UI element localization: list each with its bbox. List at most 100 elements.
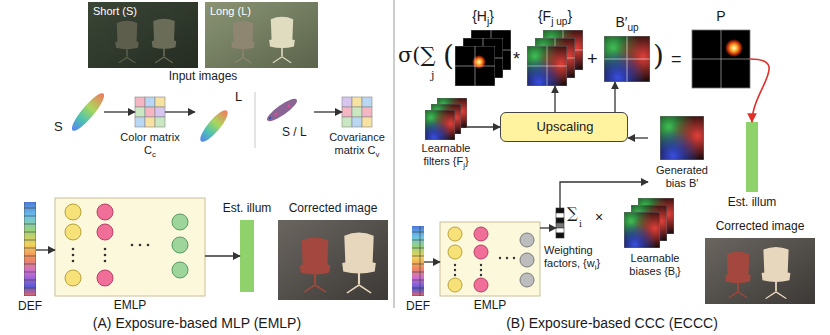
art-rect bbox=[145, 97, 155, 107]
photo-ground bbox=[205, 2, 318, 68]
panel-caption: (B) Exposure-based CCC (ECCC) bbox=[472, 316, 752, 330]
emlp-right bbox=[440, 222, 540, 296]
node-label: Corrected image bbox=[278, 202, 388, 216]
subscript-text: v bbox=[376, 150, 380, 159]
art-g bbox=[448, 227, 462, 292]
node-text: } bbox=[597, 257, 601, 269]
subscript-text: i bbox=[595, 263, 597, 272]
node-label: Est. illum bbox=[216, 202, 278, 216]
photo: Corrected image bbox=[278, 220, 388, 300]
bias-stack: Learnable biases {Bi} bbox=[624, 198, 674, 248]
node-label: Long (L) bbox=[210, 5, 310, 18]
separator bbox=[255, 92, 256, 148]
arrow-connector bbox=[467, 126, 500, 127]
art-rect bbox=[352, 107, 362, 117]
art-circle bbox=[72, 260, 75, 263]
chair bbox=[725, 252, 751, 298]
art-use bbox=[527, 46, 567, 86]
art-g bbox=[72, 244, 150, 263]
art-circle bbox=[172, 237, 188, 253]
node-text: Upscaling bbox=[536, 119, 593, 134]
math-symbol: = bbox=[671, 50, 682, 68]
chair bbox=[269, 17, 295, 63]
node-text: B′ bbox=[615, 14, 627, 30]
art-circle bbox=[474, 278, 488, 292]
art-circle bbox=[480, 269, 482, 271]
node-label: Est. illum bbox=[721, 196, 783, 210]
art-path bbox=[692, 30, 750, 88]
photo-ground bbox=[705, 238, 815, 304]
art-rect bbox=[556, 218, 564, 223]
scatter-plot: S / L bbox=[262, 90, 314, 146]
art-use bbox=[425, 110, 455, 140]
matrix-cells bbox=[135, 97, 372, 127]
math-symbol: σ(∑ bbox=[398, 45, 436, 66]
point bbox=[288, 105, 291, 108]
art-g bbox=[97, 204, 113, 286]
node-label: Covariance matrix Cv bbox=[326, 131, 388, 159]
long-photo bbox=[205, 2, 318, 68]
subscript-text: c bbox=[152, 150, 156, 159]
arrow-connector bbox=[614, 82, 615, 112]
illum-bar-fill bbox=[746, 122, 758, 192]
node-text: DEF bbox=[18, 299, 42, 313]
bias-map: Generated bias B′ bbox=[648, 116, 716, 194]
node-text: {F bbox=[538, 8, 551, 24]
art-circle bbox=[520, 273, 534, 287]
art-circle bbox=[65, 224, 81, 240]
def-bar bbox=[24, 202, 36, 296]
art-rect bbox=[342, 107, 352, 117]
illum-bar-fill bbox=[240, 220, 254, 292]
node-text: Est. illum bbox=[223, 201, 272, 215]
arrow-connector bbox=[560, 182, 648, 208]
subscript-text: j bbox=[487, 16, 489, 27]
arrow-connector bbox=[424, 261, 440, 262]
weight-vector: Weighting factors, {wi} bbox=[556, 208, 564, 238]
feature-bar: DEF bbox=[24, 202, 36, 296]
art-circle bbox=[513, 257, 515, 259]
mlp-ground bbox=[55, 198, 205, 296]
node-label: Weighting factors, {wi} bbox=[544, 244, 618, 272]
filter-stack: Learnable filters {Fj} bbox=[425, 98, 467, 140]
art-circle bbox=[520, 253, 534, 267]
art-circle bbox=[474, 227, 488, 241]
node-label: Color matrix Cc bbox=[120, 131, 180, 159]
art-circle bbox=[139, 244, 142, 247]
art-rect bbox=[342, 97, 352, 107]
node-text: Learnable filters {F bbox=[422, 142, 471, 167]
art-circle bbox=[480, 264, 482, 266]
node-text: Learnable biases {B bbox=[629, 252, 679, 277]
node-label: DEF bbox=[10, 300, 50, 314]
matrix-grid: Covariance matrix Cv bbox=[342, 97, 372, 127]
art-circle bbox=[448, 227, 462, 241]
subscript-text: j up bbox=[551, 16, 567, 27]
node-label: Generated bias B′ bbox=[648, 164, 716, 189]
node-label: Short (S) bbox=[93, 5, 193, 18]
art-circle bbox=[448, 245, 462, 259]
arrow-connector bbox=[628, 137, 648, 138]
arrow-connector bbox=[165, 111, 195, 112]
math-symbol: + bbox=[587, 50, 598, 68]
chair bbox=[152, 19, 177, 63]
chair bbox=[762, 247, 791, 299]
arrow-connector bbox=[36, 249, 55, 250]
node-text: S / L bbox=[282, 125, 307, 139]
point-cloud bbox=[264, 96, 299, 125]
node-label: P bbox=[692, 8, 750, 24]
panel-divider bbox=[394, 0, 395, 308]
node-text: {H bbox=[472, 8, 487, 24]
def-cells bbox=[412, 226, 424, 296]
illum-bar: Est. illum bbox=[240, 220, 254, 292]
art-circle bbox=[65, 270, 81, 286]
photo: Long (L) bbox=[205, 2, 318, 68]
node-text: L bbox=[235, 89, 242, 104]
art-g bbox=[65, 204, 81, 286]
node-text: Corrected image bbox=[716, 219, 805, 233]
art-rect bbox=[556, 213, 564, 218]
node-label: B′up bbox=[604, 14, 650, 33]
art-circle bbox=[506, 257, 508, 259]
point bbox=[275, 113, 278, 116]
art-rect bbox=[556, 233, 564, 238]
def-bar bbox=[412, 226, 424, 296]
art-rect bbox=[362, 107, 372, 117]
